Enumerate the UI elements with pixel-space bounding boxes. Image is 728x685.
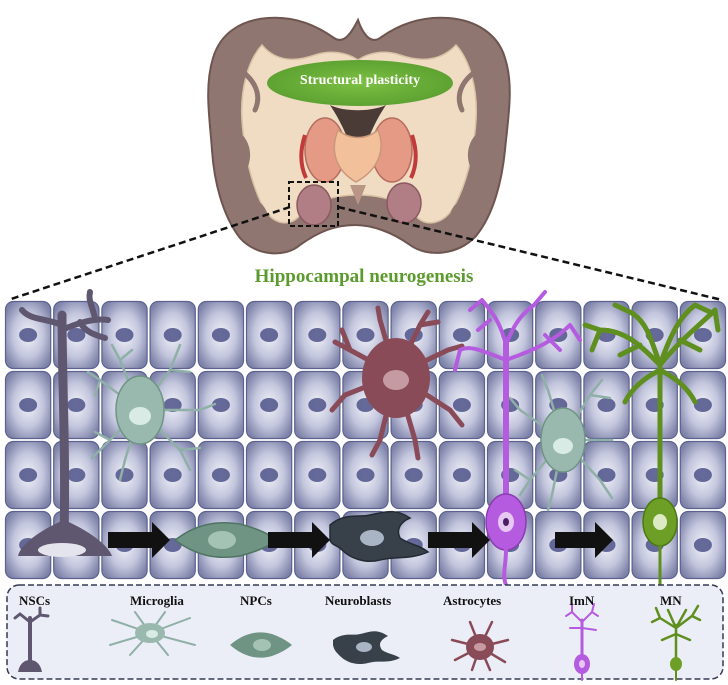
- hippocampal-neurogenesis-title: Hippocampal neurogenesis: [254, 266, 474, 287]
- tissue-cell-nucleus: [260, 328, 279, 342]
- arrow-4: [555, 522, 613, 558]
- legend-label-astrocytes: Astrocytes: [443, 593, 502, 608]
- microglia-cell-1: [86, 343, 217, 482]
- tissue-cell-nucleus: [115, 328, 134, 342]
- tissue-cell-nucleus: [19, 468, 38, 482]
- hippocampus-left: [296, 184, 332, 226]
- tissue-cell-nucleus: [308, 398, 327, 412]
- legend-label-npcs: NPCs: [240, 593, 272, 608]
- astrocyte-cell: [329, 305, 465, 461]
- tissue-cell-nucleus: [163, 328, 182, 342]
- tissue-cell-nucleus: [356, 328, 375, 342]
- tissue-cell-nucleus: [597, 398, 616, 412]
- tissue-cell-nucleus: [211, 398, 230, 412]
- tissue-cell-nucleus: [115, 468, 134, 482]
- tissue-cell-nucleus: [693, 398, 712, 412]
- structural-plasticity-zone: [267, 60, 453, 106]
- tissue-cell-nucleus: [19, 398, 38, 412]
- legend-nscs-icon: [13, 606, 50, 672]
- tissue-cell-nucleus: [211, 468, 230, 482]
- tissue-cell-nucleus: [356, 468, 375, 482]
- nsc-large: [18, 289, 112, 557]
- tissue-cell-nucleus: [693, 328, 712, 342]
- legend-label-neuroblasts: Neuroblasts: [325, 593, 392, 608]
- legend-npcs-icon: [230, 632, 292, 658]
- tissue-cell-nucleus: [67, 468, 86, 482]
- legend-mn-icon: [650, 604, 702, 681]
- structural-plasticity-label: Structural plasticity: [299, 73, 421, 88]
- tissue-cell-nucleus: [693, 538, 712, 552]
- microglia-cell-2: [508, 373, 614, 512]
- tissue-cell-nucleus: [163, 398, 182, 412]
- legend-label-nscs: NSCs: [19, 593, 51, 608]
- tissue-cell-nucleus: [67, 398, 86, 412]
- legend-label-microglia: Microglia: [130, 593, 184, 608]
- tissue-cell-nucleus: [693, 468, 712, 482]
- tissue-cell-nucleus: [308, 328, 327, 342]
- legend-microglia-icon: [109, 611, 196, 656]
- npc-cell: [173, 521, 280, 559]
- tissue-cell-nucleus: [211, 328, 230, 342]
- progression-arrows: [108, 522, 613, 558]
- tissue-cell-nucleus: [308, 468, 327, 482]
- tissue-cell-nucleus: [452, 468, 471, 482]
- tissue-cell-nucleus: [452, 328, 471, 342]
- hippocampus-right: [386, 182, 422, 224]
- tissue-cell-nucleus: [67, 328, 86, 342]
- tissue-cell-nucleus: [452, 398, 471, 412]
- tissue-cell-nucleus: [597, 468, 616, 482]
- legend-imn-icon: [565, 603, 599, 681]
- arrow-1: [108, 522, 170, 558]
- brain-section: [207, 16, 511, 255]
- zoom-box: [288, 181, 339, 227]
- zoom-lines: [7, 205, 723, 302]
- tissue-cell-nucleus: [260, 398, 279, 412]
- arrow-3: [428, 522, 490, 558]
- tissue-cell-nucleus: [260, 468, 279, 482]
- tissue-cell-nucleus: [404, 468, 423, 482]
- legend-astrocytes-icon: [450, 620, 510, 672]
- legend-label-mn: MN: [660, 593, 682, 608]
- legend-label-imn: ImN: [569, 593, 595, 608]
- tissue-cell-nucleus: [163, 468, 182, 482]
- mn-large: [582, 302, 721, 587]
- legend-neuroblasts-icon: [333, 631, 400, 665]
- imn-large: [453, 290, 582, 587]
- legend-box: [6, 584, 724, 680]
- tissue-cell-nucleus: [19, 328, 38, 342]
- neuroblast-cell: [329, 510, 430, 562]
- arrow-2: [268, 522, 330, 558]
